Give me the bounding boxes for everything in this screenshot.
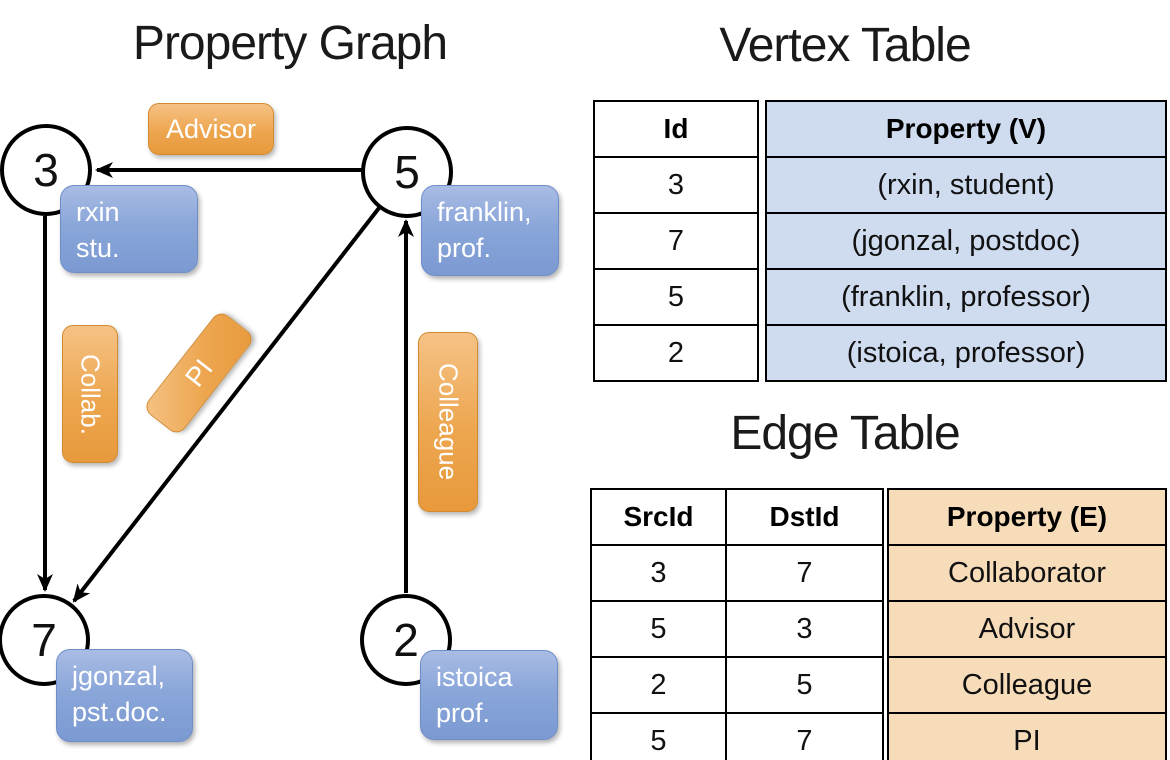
edge-table-cell-property: PI: [887, 712, 1167, 760]
edge-table-header-dstid: DstId: [725, 488, 884, 546]
edge-table-cell-property: Collaborator: [887, 544, 1167, 602]
edge-table-title: Edge Table: [730, 407, 960, 460]
edge-table-property-column: Property (E) Collaborator Advisor Collea…: [887, 488, 1167, 760]
node-id-label: 3: [33, 144, 59, 196]
vertex-table-cell-property: (franklin, professor): [765, 268, 1167, 326]
graph-node-2: 2: [360, 594, 452, 686]
edge-table-header-property: Property (E): [887, 488, 1167, 546]
vertex-property-box-franklin: franklin, prof.: [421, 185, 559, 276]
edge-table-cell-dstid: 7: [725, 544, 884, 602]
vertex-table-cell-property: (istoica, professor): [765, 324, 1167, 382]
vertex-property-line: franklin,: [437, 197, 532, 227]
edge-table-cell-dstid: 5: [725, 656, 884, 714]
vertex-property-line: jgonzal,: [72, 661, 166, 691]
vertex-property-line: rxin: [76, 197, 120, 227]
edge-table-cell-srcid: 2: [590, 656, 727, 714]
vertex-table-cell-id: 3: [593, 156, 759, 214]
edge-label-advisor: Advisor: [148, 103, 274, 155]
vertex-property-line: prof.: [437, 232, 492, 263]
edge-pi-5-to-7: [72, 206, 381, 603]
vertex-property-box-istoica: istoica prof.: [420, 650, 558, 740]
edge-label-colleague: Colleague: [418, 332, 478, 512]
vertex-table-cell-property: (jgonzal, postdoc): [765, 212, 1167, 270]
vertex-table-cell-property: (rxin, student): [765, 156, 1167, 214]
edge-table-cell-srcid: 3: [590, 544, 727, 602]
edge-table-id-columns: SrcId DstId 3 7 5 3 2 5 5 7: [590, 488, 884, 760]
graph-node-5: 5: [361, 126, 453, 218]
edge-label-collab: Collab.: [62, 325, 118, 463]
edge-table-cell-srcid: 5: [590, 712, 727, 760]
edge-table-header-srcid: SrcId: [590, 488, 727, 546]
vertex-property-box-jgonzal: jgonzal, pst.doc.: [56, 649, 193, 742]
vertex-property-line: prof.: [436, 697, 491, 728]
vertex-property-line: pst.doc.: [72, 696, 167, 727]
vertex-property-line: stu.: [76, 232, 120, 263]
edge-table-cell-property: Colleague: [887, 656, 1167, 714]
edge-table-cell-dstid: 7: [725, 712, 884, 760]
vertex-table-cell-id: 2: [593, 324, 759, 382]
vertex-table-cell-id: 5: [593, 268, 759, 326]
edge-table-cell-property: Advisor: [887, 600, 1167, 658]
vertex-property-line: istoica: [436, 662, 513, 692]
node-id-label: 7: [31, 614, 57, 666]
node-id-label: 5: [394, 146, 420, 198]
vertex-table-cell-id: 7: [593, 212, 759, 270]
vertex-table-header-property: Property (V): [765, 100, 1167, 158]
edge-table-cell-srcid: 5: [590, 600, 727, 658]
node-id-label: 2: [393, 614, 419, 666]
edge-table-cell-dstid: 3: [725, 600, 884, 658]
property-graph-title: Property Graph: [132, 17, 448, 70]
vertex-table-id-column: Id 3 7 5 2: [593, 100, 759, 382]
vertex-property-box-rxin: rxin stu.: [60, 185, 198, 273]
vertex-table-header-id: Id: [593, 100, 759, 158]
vertex-table-title: Vertex Table: [719, 19, 971, 72]
graph-edges-layer: [37, 162, 414, 603]
vertex-table-property-column: Property (V) (rxin, student) (jgonzal, p…: [765, 100, 1167, 382]
